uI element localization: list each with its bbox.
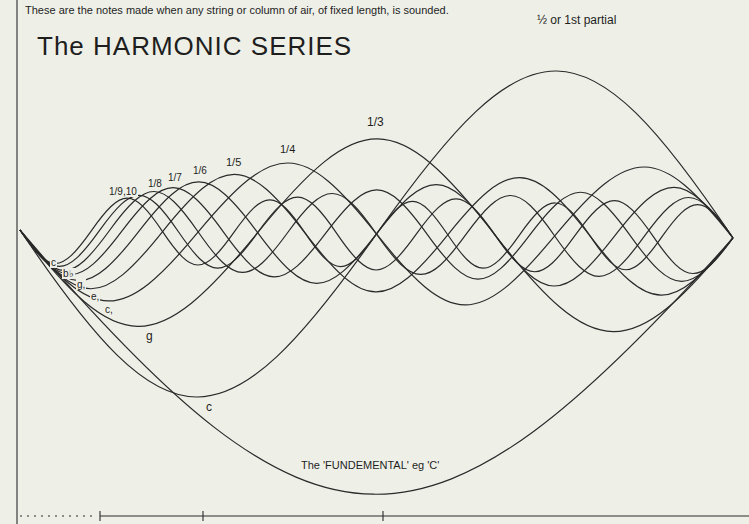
partial-label: 1/4 xyxy=(279,143,296,155)
fundamental-label: The 'FUNDEMENTAL' eg 'C' xyxy=(300,459,440,471)
frame-lines xyxy=(17,0,749,524)
title: The HARMONIC SERIES xyxy=(36,32,353,61)
partial-label: 1/3 xyxy=(366,116,385,129)
partial-label: 1/9,10 xyxy=(108,186,138,197)
note-name: g xyxy=(145,330,154,343)
note: These are the notes made when any string… xyxy=(24,4,450,16)
note-name: b♭ xyxy=(62,268,75,279)
partial-label: ½ or 1st partial xyxy=(536,14,617,27)
note-name: e, xyxy=(90,291,100,302)
note-name: c xyxy=(205,401,213,414)
note-name: c, xyxy=(104,304,114,315)
note-name: g, xyxy=(76,279,86,290)
standing-waves xyxy=(17,65,735,498)
note-name: c xyxy=(50,257,57,268)
partial-label: 1/8 xyxy=(147,178,163,189)
partial-label: 1/6 xyxy=(192,165,208,176)
partial-label: 1/7 xyxy=(167,172,183,183)
partial-label: 1/5 xyxy=(225,156,242,168)
